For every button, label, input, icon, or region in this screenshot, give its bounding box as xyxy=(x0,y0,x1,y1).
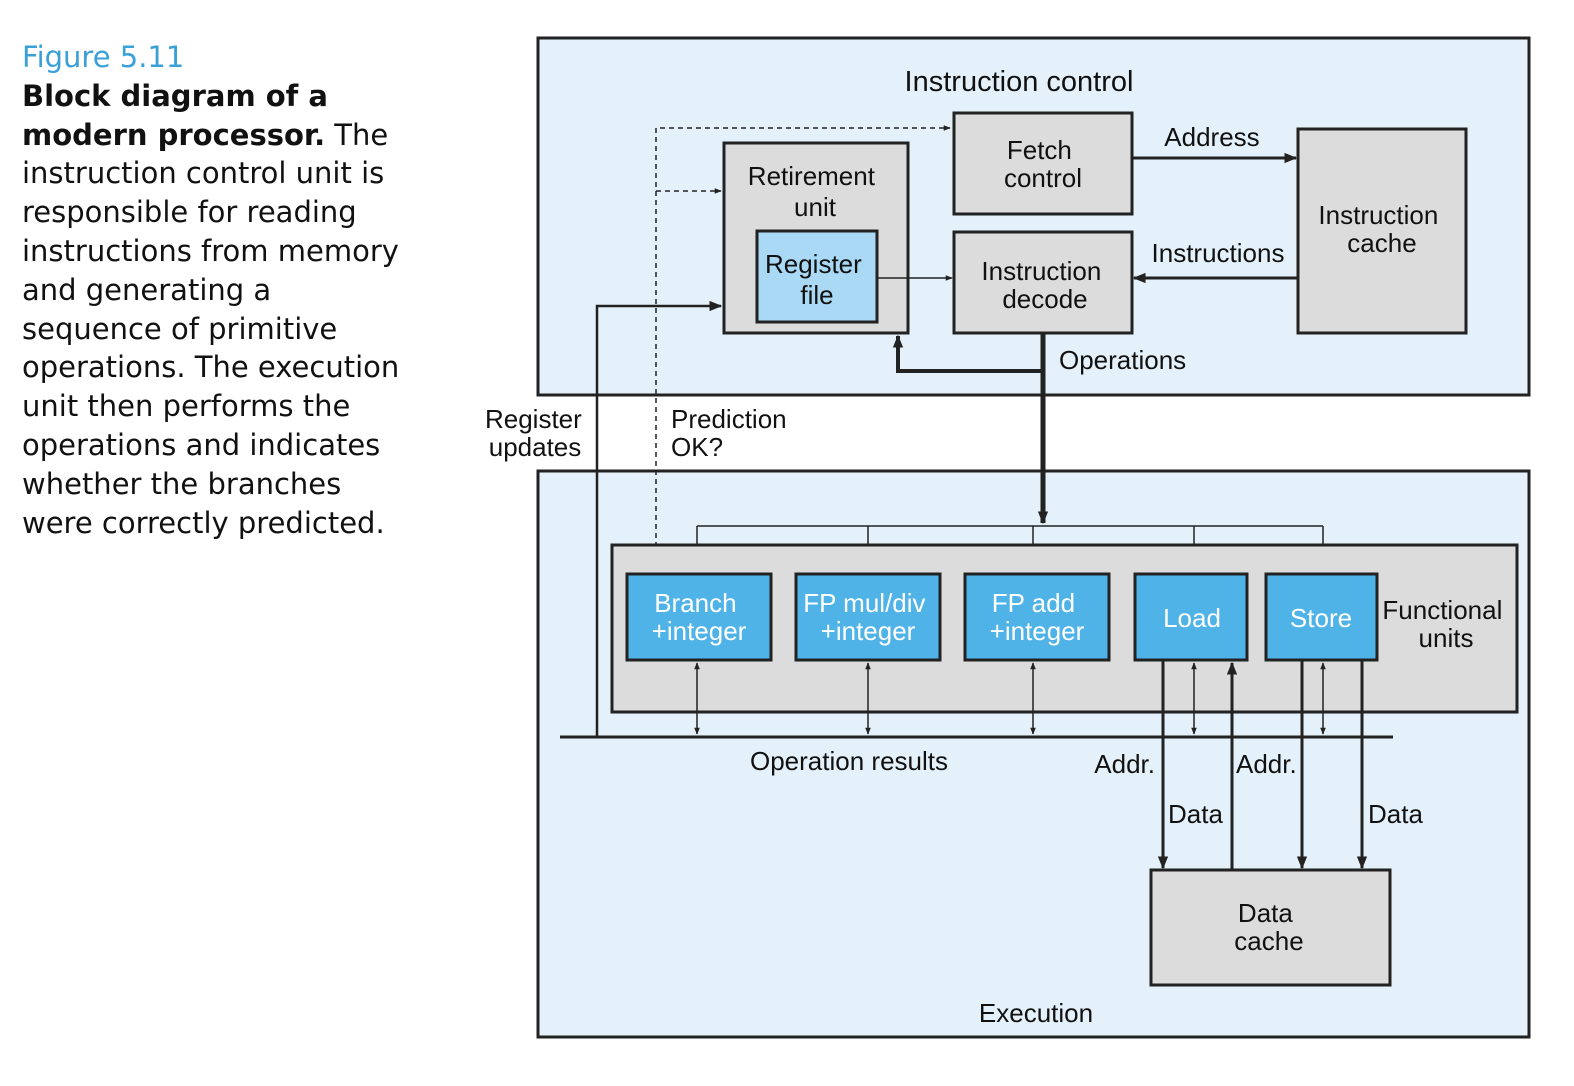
fp-mul-div-unit-label: FP mul/div +integer xyxy=(803,588,933,646)
instruction-cache-box xyxy=(1296,127,1468,335)
register-file-label: Register file xyxy=(765,249,869,310)
address-label: Address xyxy=(1164,122,1259,152)
prediction-ok-label: Prediction OK? xyxy=(671,404,794,462)
figure-caption: Figure 5.11 Block diagram of a modern pr… xyxy=(22,38,417,542)
operations-to-retirement-arrow xyxy=(892,334,1043,373)
caption-body: The instruction control unit is responsi… xyxy=(22,117,400,540)
fp-add-unit-label: FP add +integer xyxy=(990,588,1085,646)
caption-title: Block diagram of a modern processor. xyxy=(22,78,328,152)
instructions-label: Instructions xyxy=(1152,238,1285,268)
data-left-label: Data xyxy=(1168,799,1223,829)
register-updates-path xyxy=(595,300,723,737)
instruction-cache-label: Instruction cache xyxy=(1318,200,1445,258)
store-unit-box xyxy=(1264,572,1379,662)
fetch-control-label: Fetch control xyxy=(1004,135,1082,193)
addr-right-label: Addr. xyxy=(1236,749,1297,779)
instruction-control-label: Instruction control xyxy=(905,66,1134,98)
branch-unit-label: Branch +integer xyxy=(652,588,747,646)
register-updates-label: Register updates xyxy=(485,404,589,462)
figure-label: Figure 5.11 xyxy=(22,40,185,74)
fetch-control-box xyxy=(952,111,1134,216)
data-cache-box xyxy=(1149,868,1392,987)
functional-units-label: Functional units xyxy=(1382,595,1509,653)
load-unit-label: Load xyxy=(1163,603,1221,633)
addr-left-label: Addr. xyxy=(1094,749,1155,779)
data-right-label: Data xyxy=(1368,799,1423,829)
instruction-decode-label: Instruction decode xyxy=(981,256,1108,314)
instruction-decode-box xyxy=(952,230,1134,335)
retirement-unit-label: Retirement unit xyxy=(748,161,882,222)
fp-mul-div-unit-box xyxy=(794,572,942,662)
branch-unit-box xyxy=(625,572,773,662)
data-cache-label: Data cache xyxy=(1234,898,1303,956)
load-unit-box xyxy=(1133,572,1249,662)
operations-label: Operations xyxy=(1059,345,1186,375)
fp-add-unit-box xyxy=(963,572,1111,662)
operation-results-label: Operation results xyxy=(750,746,948,776)
prediction-dashed-path xyxy=(655,125,951,574)
execution-label: Execution xyxy=(979,998,1093,1028)
register-file-box xyxy=(755,229,879,324)
store-unit-label: Store xyxy=(1290,603,1352,633)
